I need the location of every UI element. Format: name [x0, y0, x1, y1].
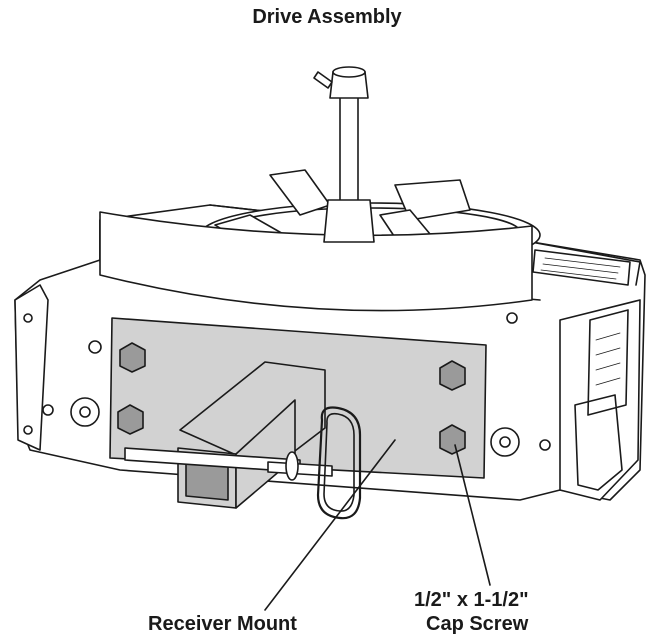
- leader-cap-screw: [454, 444, 491, 586]
- cap-screw: [439, 360, 466, 391]
- shaft-cap: [332, 66, 366, 78]
- left-fitting: [70, 397, 100, 427]
- deflector-plate: [99, 211, 533, 312]
- right-fitting-inner: [499, 436, 511, 448]
- wing-bolt: [313, 71, 333, 89]
- cap-screw: [439, 424, 466, 455]
- leader-receiver-mount: [264, 439, 396, 611]
- callout-cap-screw-label: Cap Screw: [426, 613, 529, 635]
- right-bracket: [574, 394, 623, 491]
- left-bracket: [14, 284, 49, 451]
- small-hole: [506, 312, 518, 324]
- hitch-pin-rod: [267, 461, 333, 477]
- left-bracket-hole: [23, 425, 33, 435]
- small-hole: [42, 404, 54, 416]
- callout-cap-screw-size: 1/2" x 1-1/2": [414, 589, 529, 611]
- cap-screw: [117, 404, 144, 435]
- clip-ring: [316, 406, 362, 520]
- housing-right-top: [519, 239, 641, 286]
- top-decal: [532, 249, 631, 286]
- right-side-decal: [587, 309, 629, 416]
- right-fitting: [490, 427, 520, 457]
- left-bracket-hole: [23, 313, 33, 323]
- hitch-pin-collar: [285, 451, 299, 481]
- callout-cap-screw: 1/2" x 1-1/2" Cap Screw: [414, 588, 529, 636]
- shaft-base: [323, 199, 375, 243]
- left-fitting-inner: [79, 406, 91, 418]
- clip-ring-inner: [323, 412, 355, 512]
- small-hole: [88, 340, 102, 354]
- small-hole: [539, 439, 551, 451]
- callout-receiver-mount: Receiver Mount: [148, 613, 297, 635]
- diagram-title: Drive Assembly: [252, 6, 402, 28]
- cap-screw: [119, 342, 146, 373]
- spinner-fin: [394, 179, 471, 221]
